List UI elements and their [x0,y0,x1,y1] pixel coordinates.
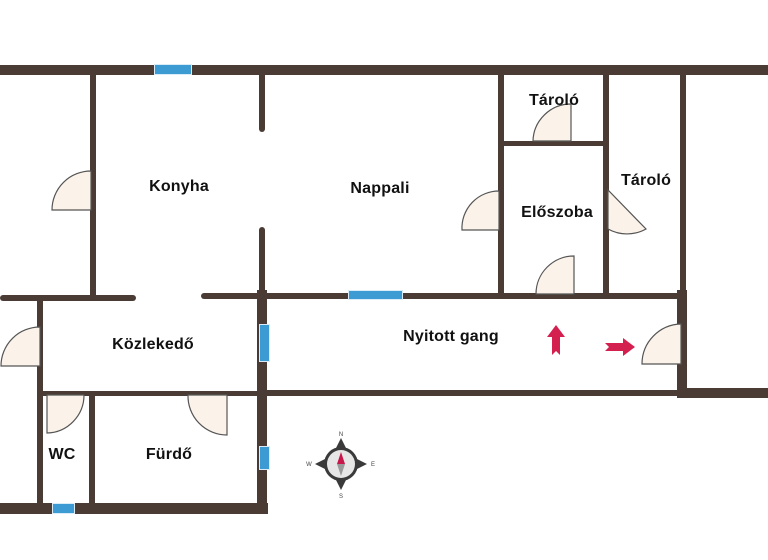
wall-right-lower [677,290,687,398]
compass-north-label: N [339,432,343,438]
door-furdo [187,394,228,436]
room-label-nyitott-gang: Nyitott gang [403,328,499,345]
compass-east-label: E [371,462,375,468]
room-label-taroló-right: Tároló [620,172,672,189]
door-taroló-top [532,103,572,142]
wall-nappali-eloszoba [498,70,504,298]
wall-konyha-nappali-upper [259,70,265,132]
door-gang [641,323,682,365]
wall-bottom [0,503,268,514]
wall-konyha-left [90,70,96,300]
door-kozlekedo [0,326,41,367]
door-taroló-right [607,188,647,235]
wall-right-bottom [677,388,768,398]
room-label-furdo: Fürdő [145,446,193,463]
window-nappali [348,290,403,300]
room-label-taroló-top: Tároló [528,92,580,109]
window-wc [52,503,75,514]
wall-mid-right [201,293,687,299]
room-label-nappali: Nappali [350,180,410,197]
compass-west-label: W [306,462,312,468]
door-eloszoba-bottom [535,255,575,295]
room-label-konyha: Konyha [149,178,209,195]
entrance-arrow-up-icon [547,325,565,355]
room-label-kozlekedo: Közlekedő [112,336,194,353]
door-konyha [51,170,92,211]
wall-kozlekedo-right [257,290,267,514]
wall-wc-furdo [89,392,95,507]
wall-konyha-nappali-lower [259,227,265,297]
wall-wc-left [37,297,43,507]
compass-icon: N S W E [306,432,375,500]
wall-top [0,65,768,75]
window-konyha [154,64,192,75]
window-furdo [259,446,270,470]
door-wc [46,394,85,434]
door-eloszoba-left [461,190,500,231]
wall-eloszoba-taroló [603,70,609,298]
wall-mid-left [0,295,136,301]
compass-south-label: S [339,494,343,500]
wall-gang-bottom [262,390,682,396]
wall-right-upper [680,70,686,295]
wall-kozlekedo-bottom [40,391,262,396]
wall-taroló-top-bottom [498,141,608,146]
entrance-arrow-right-icon [605,338,635,356]
window-kozlekedo [259,324,270,362]
room-label-wc: WC [48,446,76,463]
room-label-eloszoba: Előszoba [521,204,593,221]
